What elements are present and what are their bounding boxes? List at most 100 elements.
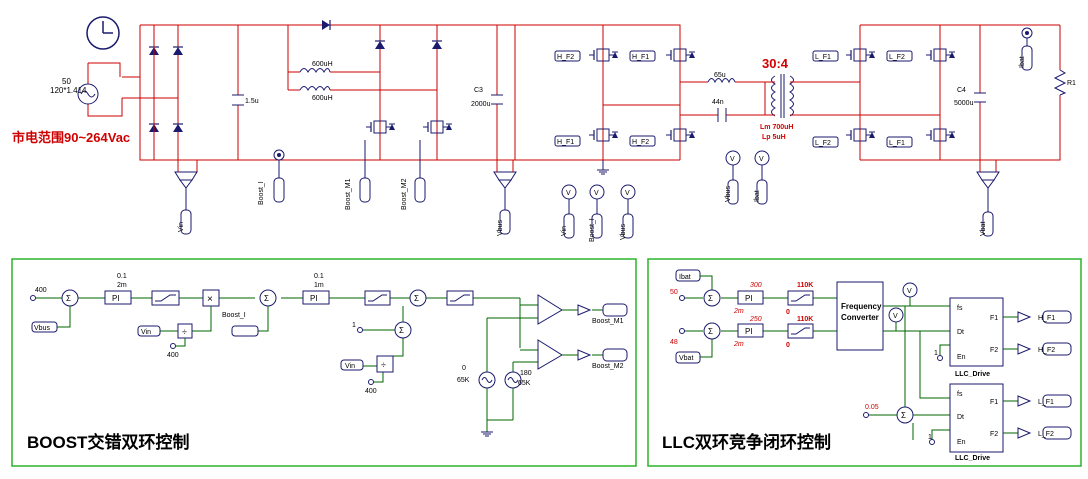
svg-text:L_F1: L_F1 xyxy=(815,54,831,61)
clock-icon xyxy=(86,16,120,50)
boost-ref: 400 xyxy=(35,287,47,294)
ls-label: 65u xyxy=(714,72,726,79)
llc-pi1: PI xyxy=(745,294,753,303)
probe-vin-2: Vin xyxy=(561,226,568,236)
gate-labels-secondary: L_F1 L_F2 L_F2 L_F1 xyxy=(812,50,913,148)
boost-vin2-input: Vin xyxy=(345,363,355,370)
src2-freq: 65K xyxy=(518,380,531,387)
drv1-en: En xyxy=(957,354,966,361)
cs-label: 44n xyxy=(712,99,724,106)
llc-pi1-t: 2m xyxy=(733,308,744,315)
boost-pi2-k: 0.1 xyxy=(314,273,324,280)
svg-text:H_F2: H_F2 xyxy=(632,139,649,146)
boost-const-400: 400 xyxy=(167,352,179,359)
probe-ibat-2: Ibat xyxy=(754,190,761,202)
bridge-rectifier xyxy=(122,24,184,161)
meter-v4: V xyxy=(594,190,599,197)
ac-source: 50 120*1.414 xyxy=(50,62,123,117)
boost-out-m2: Boost_M2 xyxy=(592,363,624,370)
svg-text:Σ: Σ xyxy=(66,294,71,303)
drv1-fs: fs xyxy=(957,305,963,312)
boost-pi2: PI xyxy=(310,294,318,303)
svg-text:Σ: Σ xyxy=(264,294,269,303)
llc-pi2-k: 250 xyxy=(749,316,762,323)
c1-label: 1.5u xyxy=(245,98,259,105)
boost-pi1-k: 0.1 xyxy=(117,273,127,280)
svg-text:H_F1: H_F1 xyxy=(632,54,649,61)
boost-vbus-input: Vbus xyxy=(34,325,50,332)
boost-i-label: Boost_I xyxy=(222,312,246,319)
llc-ref2: 48 xyxy=(670,339,678,346)
r1-label: R1 xyxy=(1067,80,1076,87)
boost-pi1: PI xyxy=(112,294,120,303)
probe-vbus-2: Vbus xyxy=(620,224,627,240)
l2-label: 600uH xyxy=(312,95,333,102)
load-resistor xyxy=(1053,69,1067,96)
llc-pi1-k: 300 xyxy=(750,282,762,289)
drv1-dt: Dt xyxy=(957,329,964,336)
c3-name: C3 xyxy=(474,87,483,94)
drv2-f2: F2 xyxy=(990,431,998,438)
fc-line1: Frequency xyxy=(841,302,882,311)
dc-rail xyxy=(178,24,680,161)
llc-control-panel: Ibat 50 48 Σ Σ Vbat PI 300 2m PI 250 2m … xyxy=(647,258,1082,467)
probe-boost-m1: Boost_M1 xyxy=(345,178,352,210)
lim1-lo: 0 xyxy=(786,309,790,316)
svg-text:Σ: Σ xyxy=(414,294,419,303)
svg-text:L_F2: L_F2 xyxy=(889,54,905,61)
gate-labels-primary: H_F2 H_F1 H_F1 H_F2 xyxy=(554,50,656,147)
meter-v3: V xyxy=(566,190,571,197)
probe-vin: Vin xyxy=(178,222,185,232)
llc-vbat-input: Vbat xyxy=(679,355,693,362)
probe-boost-i-2: Boost_I xyxy=(589,218,596,242)
meter-v2: V xyxy=(759,156,764,163)
llc-bias: 0.05 xyxy=(865,404,879,411)
boost-title: BOOST交错双环控制 xyxy=(27,432,189,452)
fc-line2: Converter xyxy=(841,313,879,322)
drv2-fs: fs xyxy=(957,391,963,398)
transformer xyxy=(765,74,805,118)
drv1-f1: F1 xyxy=(990,315,998,322)
probe-ibat: Ibat xyxy=(1019,56,1026,68)
c3-value: 2000u xyxy=(471,101,491,108)
svg-text:÷: ÷ xyxy=(182,327,187,337)
llc-ibat-input: Ibat xyxy=(679,274,691,281)
src1-freq: 65K xyxy=(457,377,470,384)
llc-ref1: 50 xyxy=(670,289,678,296)
boost-pi1-t: 2m xyxy=(117,282,127,289)
drv2-en: En xyxy=(957,439,966,446)
svg-text:Σ: Σ xyxy=(399,326,404,335)
c4-value: 5000u xyxy=(954,100,974,107)
probe-boost-i: Boost_I xyxy=(258,181,265,205)
boost-one: 1 xyxy=(352,322,356,329)
llc-pi2: PI xyxy=(745,327,753,336)
llc-one-a: 1 xyxy=(934,350,938,357)
probe-vbus-3: Vbus xyxy=(725,186,732,202)
boost-vin-input: Vin xyxy=(141,329,151,336)
llc-out-lf1: L_F1 xyxy=(1038,399,1054,406)
drv2-dt: Dt xyxy=(957,414,964,421)
meter-v1: V xyxy=(730,156,735,163)
llc-pi2-t: 2m xyxy=(733,341,744,348)
source-freq: 50 xyxy=(62,77,71,86)
llc-out-hf1: H_F1 xyxy=(1038,315,1055,322)
drv2-f1: F1 xyxy=(990,399,998,406)
mains-range-label: 市电范围90~264Vac xyxy=(12,130,130,145)
lp-label: Lp 5uH xyxy=(762,134,786,141)
meter-v7: V xyxy=(893,313,898,320)
svg-text:H_F2: H_F2 xyxy=(557,54,574,61)
boost-pi2-t: 1m xyxy=(314,282,324,289)
lm-label: Lm 700uH xyxy=(760,124,793,131)
c4-name: C4 xyxy=(957,87,966,94)
lim2-hi: 110K xyxy=(797,316,813,323)
svg-text:H_F1: H_F1 xyxy=(557,139,574,146)
lim2-lo: 0 xyxy=(786,342,790,349)
llc-out-hf2: H_F2 xyxy=(1038,347,1055,354)
svg-text:Σ: Σ xyxy=(708,294,713,303)
turns-ratio: 30:4 xyxy=(762,56,789,71)
meter-v6: V xyxy=(907,288,912,295)
llc-one-b: 1 xyxy=(928,434,932,441)
src2-phase: 180 xyxy=(520,370,532,377)
probe-vbat: Vbat xyxy=(980,222,987,236)
